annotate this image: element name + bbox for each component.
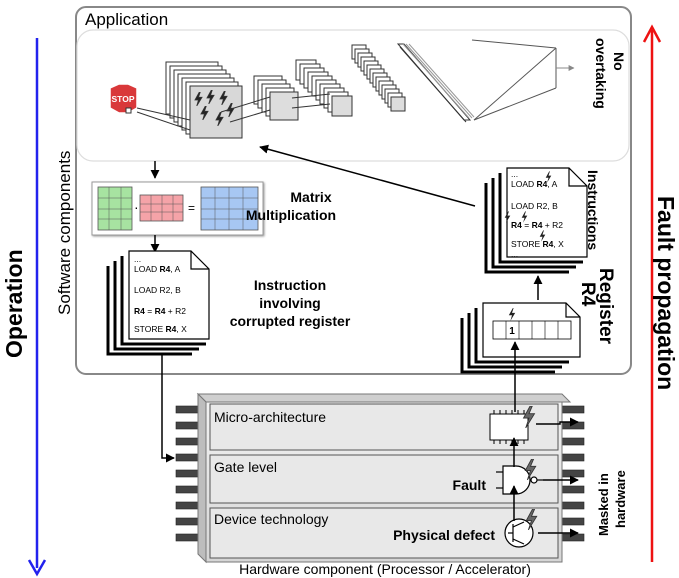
device-technology-label: Device technology [214, 511, 328, 527]
right-instruction-doc: ... LOAD R4, A LOAD R2, B R4 = R4 + R2 S… [484, 167, 588, 274]
register-bit: 1 [509, 326, 515, 337]
propagation-arrows [509, 341, 520, 521]
physical-defect-label: Physical defect [393, 527, 495, 543]
processor-chip-icon [489, 410, 529, 444]
right-doc-dots-top: ... [511, 169, 518, 179]
left-doc-dots-top: ... [134, 254, 141, 264]
matrix-multiplication: · = [91, 181, 264, 236]
matrix-c [200, 186, 259, 231]
left-doc-line-1: LOAD R4, A [134, 264, 181, 274]
fault-propagation-arrow [642, 24, 662, 562]
matrix-equals-text: = [188, 201, 195, 215]
masked-label-1: Masked in [596, 473, 611, 536]
no-overtaking-label-2: overtaking [593, 38, 609, 109]
cnn-network: STOP [109, 39, 575, 139]
operation-label: Operation [1, 249, 27, 358]
right-doc-dots-bottom: ... [511, 249, 518, 259]
instruction-involving-2: involving [259, 295, 320, 311]
arrow-instructions-to-app [259, 144, 476, 207]
masked-arrows [536, 417, 579, 538]
corrupted-feature-map [189, 85, 243, 139]
micro-architecture-label: Micro-architecture [214, 409, 326, 425]
right-doc-line-3: R4 = R4 + R2 [511, 220, 563, 230]
application-label: Application [85, 10, 168, 29]
register-block: 1 [460, 302, 581, 374]
left-doc-line-4: STORE R4, X [134, 324, 187, 334]
matrix-b [139, 194, 184, 222]
instructions-label: Instructions [585, 170, 601, 250]
masked-label-2: hardware [613, 470, 628, 528]
right-doc-line-2: LOAD R2, B [511, 201, 558, 211]
right-doc-line-1: LOAD R4, A [511, 179, 558, 189]
register-label: Register [595, 268, 616, 345]
matrix-label-2: Multiplication [246, 207, 336, 223]
matrix-a [97, 186, 133, 231]
hardware-component-label: Hardware component (Processor / Accelera… [239, 561, 531, 577]
right-doc-line-4: STORE R4, X [511, 239, 564, 249]
instruction-involving-3: corrupted register [230, 313, 351, 329]
left-doc-line-3: R4 = R4 + R2 [134, 306, 186, 316]
matrix-dot-text: · [134, 199, 139, 215]
software-components-label: Software components [55, 151, 74, 315]
matrix-label-1: Matrix [290, 189, 331, 205]
left-doc-dots-bottom: ... [134, 336, 141, 346]
left-doc-line-2: LOAD R2, B [134, 285, 181, 295]
stop-sign-text: STOP [112, 94, 135, 104]
no-overtaking-label-1: No [611, 52, 627, 71]
instruction-involving-1: Instruction [254, 277, 326, 293]
transistor-icon [504, 518, 534, 548]
fault-label: Fault [453, 477, 487, 493]
gate-level-layer [209, 454, 559, 504]
arrow-instruction-to-hardware [161, 355, 175, 463]
register-name: R4 [577, 282, 598, 307]
gate-level-label: Gate level [214, 459, 277, 475]
fault-propagation-label: Fault propagation [653, 196, 679, 390]
operation-arrow [27, 38, 47, 577]
device-technology-layer [209, 507, 559, 559]
left-instruction-doc: ... LOAD R4, A LOAD R2, B R4 = R4 + R2 S… [106, 250, 210, 356]
